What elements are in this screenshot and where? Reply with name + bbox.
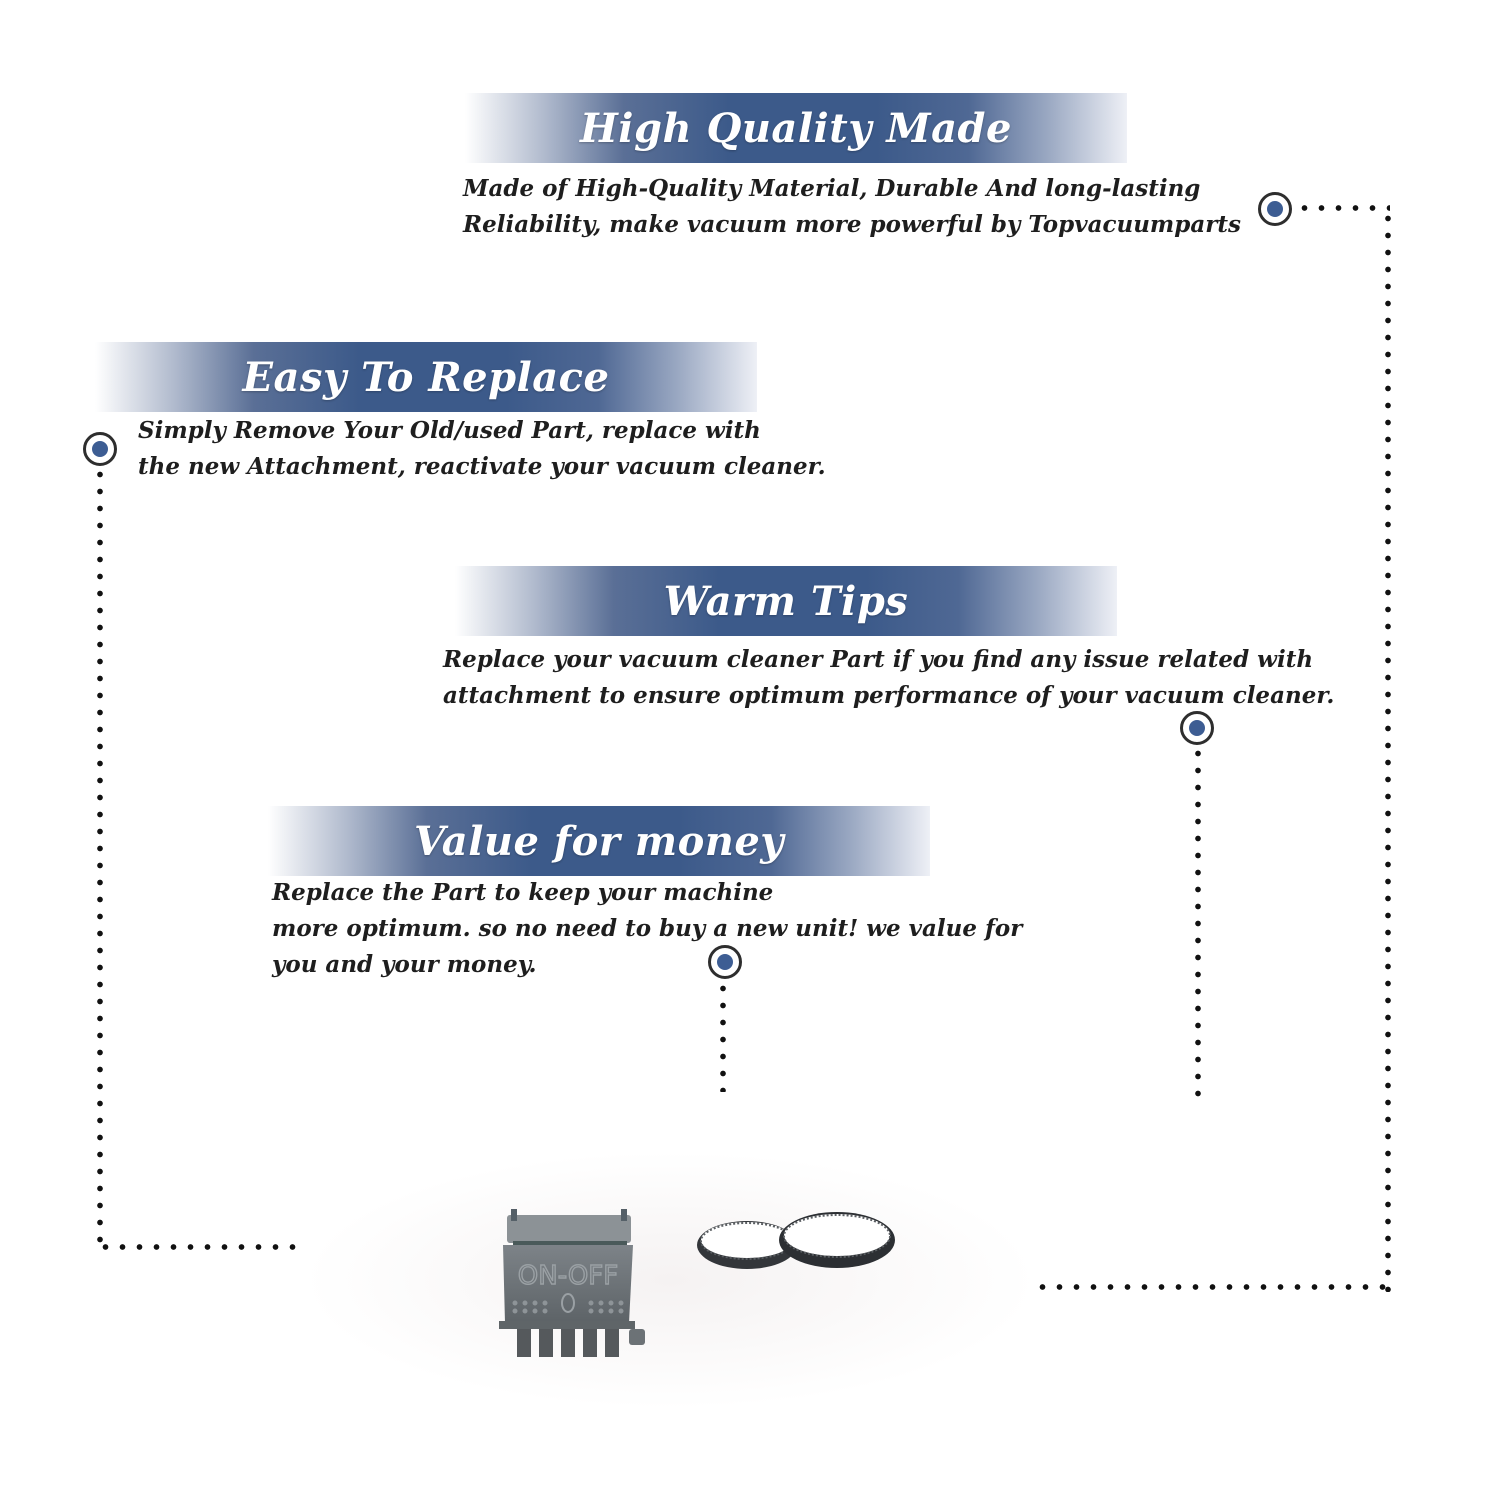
banner-easy-replace: Easy To Replace <box>95 342 757 412</box>
connector-right-vertical <box>1385 210 1391 1292</box>
switch-label: ON-OFF <box>518 1261 618 1291</box>
desc-line: more optimum. so no need to buy a new un… <box>272 915 1023 942</box>
switch-part-image: ON-OFF <box>499 1209 645 1357</box>
desc-easy-replace: Simply Remove Your Old/used Part, replac… <box>138 413 826 485</box>
desc-value-money: Replace the Part to keep your machine mo… <box>272 875 1022 983</box>
section-title-high-quality: High Quality Made <box>580 104 1012 152</box>
desc-high-quality: Made of High-Quality Material, Durable A… <box>463 171 1241 243</box>
marker-warm-tips <box>1180 711 1214 745</box>
marker-easy-replace <box>83 432 117 466</box>
desc-line: attachment to ensure optimum performance… <box>443 682 1335 709</box>
connector-tips-vertical <box>1195 745 1201 1105</box>
desc-line: the new Attachment, reactivate your vacu… <box>138 453 826 480</box>
banner-value-money: Value for money <box>268 806 930 876</box>
banner-high-quality: High Quality Made <box>465 93 1127 163</box>
connector-value-vertical <box>720 980 726 1092</box>
desc-line: Replace the Part to keep your machine <box>272 879 774 906</box>
banner-warm-tips: Warm Tips <box>455 566 1117 636</box>
desc-line: you and your money. <box>272 951 537 978</box>
connector-bottom-right <box>1034 1284 1390 1290</box>
desc-line: Made of High-Quality Material, Durable A… <box>463 175 1201 202</box>
desc-warm-tips: Replace your vacuum cleaner Part if you … <box>443 642 1334 714</box>
desc-line: Replace your vacuum cleaner Part if you … <box>443 646 1314 673</box>
section-title-easy-replace: Easy To Replace <box>242 353 610 401</box>
belts-image <box>697 1212 895 1269</box>
section-title-value-money: Value for money <box>413 817 785 865</box>
connector-left-vertical <box>97 466 103 1250</box>
connector-quality-top <box>1296 205 1390 211</box>
desc-line: Reliability, make vacuum more powerful b… <box>463 211 1241 238</box>
marker-value-money <box>708 945 742 979</box>
section-title-warm-tips: Warm Tips <box>663 577 909 625</box>
marker-high-quality <box>1258 192 1292 226</box>
product-image-area <box>300 1150 1040 1410</box>
desc-line: Simply Remove Your Old/used Part, replac… <box>138 417 761 444</box>
connector-bottom-left <box>97 1244 301 1250</box>
